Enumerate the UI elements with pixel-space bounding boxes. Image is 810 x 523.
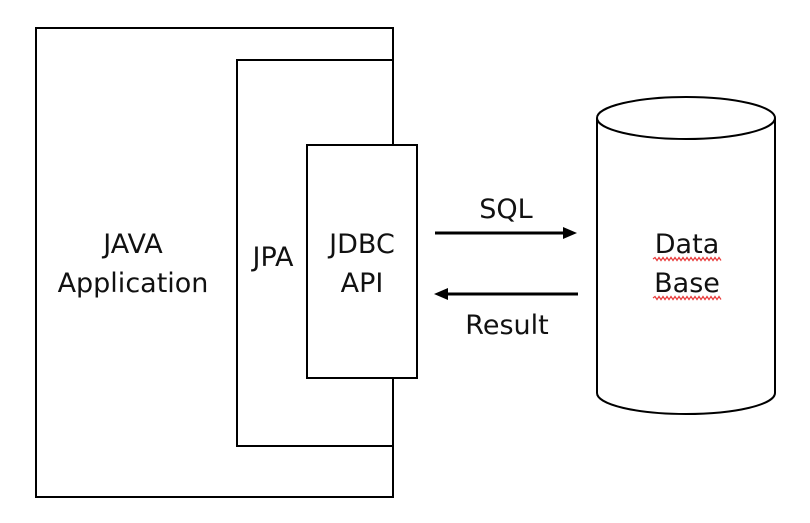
java-application-label-line2: Application [58,268,209,299]
jdbc-api-label-line2: API [341,268,384,299]
jpa-label: JPA [251,242,295,273]
sql-arrow [435,227,577,239]
database-label-line2: Base [654,268,720,299]
database-cylinder [596,96,776,415]
result-arrow [434,288,578,300]
spellcheck-underline-base [652,295,722,301]
jdbc-api-label-line1: JDBC [327,229,395,260]
spellcheck-underline-data [652,256,722,262]
jdbc-api-box [306,144,418,379]
java-application-label-line1: JAVA [101,229,163,260]
sql-label: SQL [479,194,532,225]
database-label-line1: Data [655,229,719,260]
result-label: Result [465,310,548,341]
